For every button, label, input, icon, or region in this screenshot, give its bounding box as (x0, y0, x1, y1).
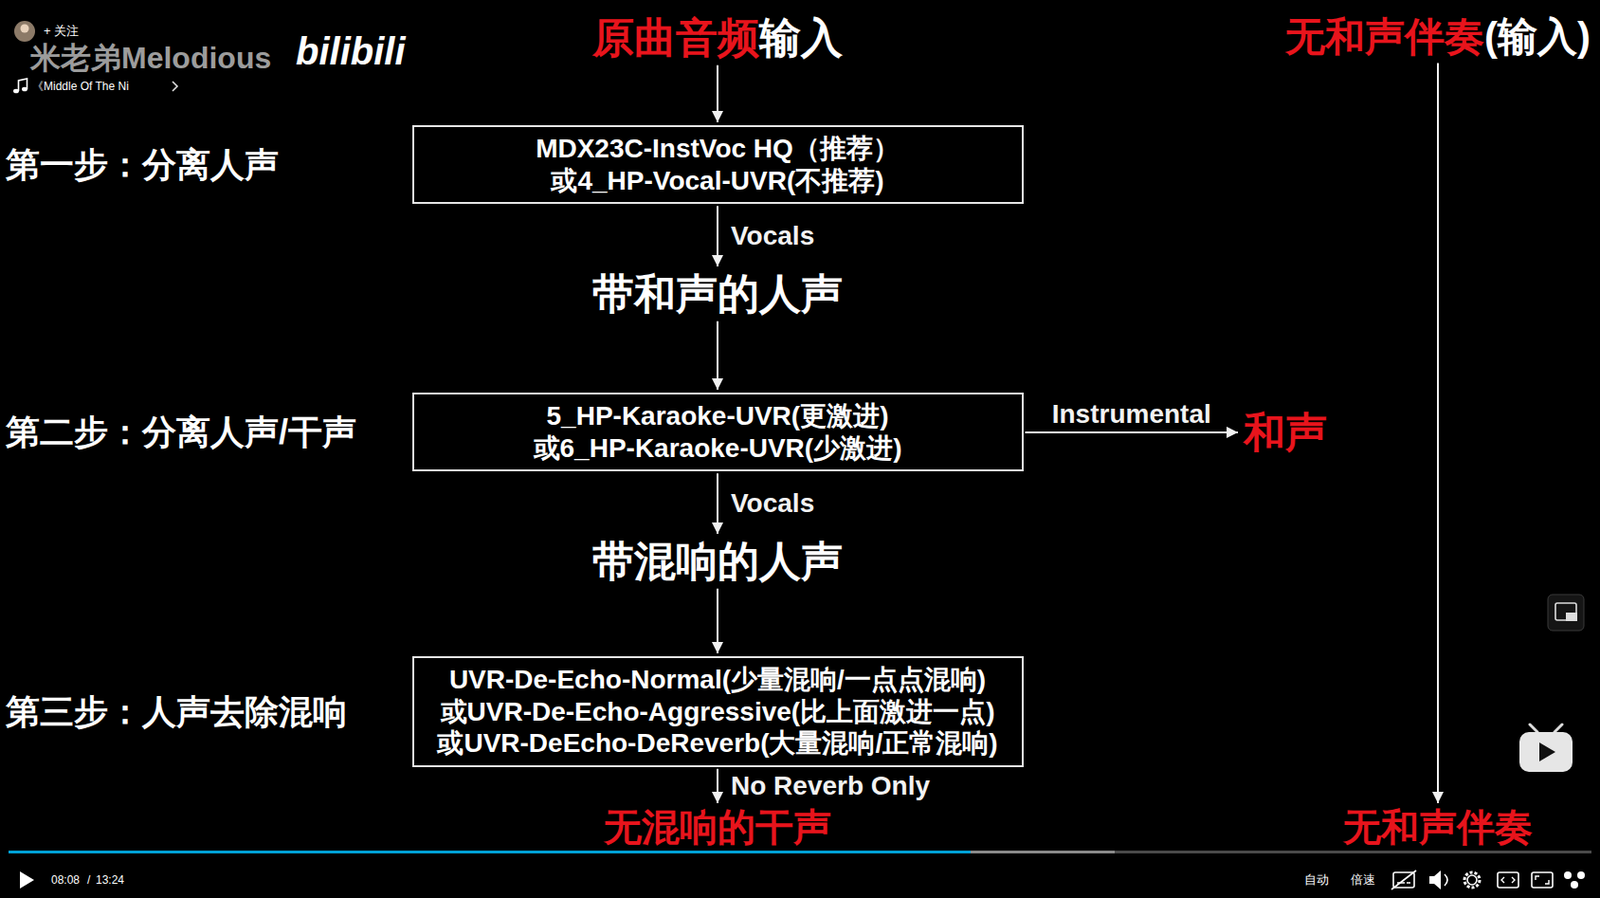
site-logo: bilibili (295, 28, 406, 74)
process-box: 5_HP-Karaoke-UVR(更激进)或6_HP-Karaoke-UVR(少… (412, 392, 1024, 472)
widescreen-arrows (1501, 876, 1515, 883)
step-label: 第三步：人声去除混响 (5, 690, 347, 732)
play-button (19, 871, 35, 889)
fs-dot (1563, 871, 1572, 879)
node-text: MDX23C-InstVoc HQ（推荐） (535, 132, 900, 165)
edge-label: No Reverb Only (728, 770, 932, 801)
tv-body (1519, 731, 1573, 772)
avatar-face (20, 24, 30, 34)
node-text: 或UVR-De-Echo-Aggressive(比上面激进一点) (440, 695, 996, 728)
pip-button (1547, 594, 1584, 631)
node-text: 或6_HP-Karaoke-UVR(少激进) (533, 432, 903, 465)
step-label: 第二步：分离人声/干声 (5, 411, 357, 453)
flow-arrow (716, 321, 719, 390)
time-separator: / (87, 872, 91, 887)
node-text: 或UVR-DeEcho-DeReverb(大量混响/正常混响) (436, 727, 998, 760)
process-box: MDX23C-InstVoc HQ（推荐）或4_HP-Vocal-UVR(不推荐… (412, 125, 1024, 204)
step-label: 第一步：分离人声 (5, 144, 279, 185)
tv-icon (1519, 724, 1573, 772)
avatar (14, 20, 36, 42)
current-time: 08:08 (51, 872, 80, 887)
volume-icon (1429, 870, 1448, 890)
settings-icon (1464, 872, 1480, 888)
fs-dot (1577, 871, 1585, 879)
fullscreen-icon (1563, 871, 1585, 889)
flow-text-node: 原曲音频输入 (592, 13, 843, 64)
edge-label: Instrumental (1050, 399, 1214, 430)
flow-text-node: 无和声伴奏(输入) (1285, 13, 1591, 61)
process-box: UVR-De-Echo-Normal(少量混响/一点点混响)或UVR-De-Ec… (412, 655, 1024, 767)
channel-watermark: 米老弟Melodious (30, 39, 272, 76)
webfullscreen-icon (1531, 872, 1553, 888)
chevron-icon (172, 81, 178, 91)
gear-teeth (1464, 872, 1480, 888)
total-time: 13:24 (95, 872, 125, 887)
flow-arrow (716, 205, 719, 267)
flow-arrow (716, 588, 719, 654)
progress-buffer (8, 850, 1115, 854)
progress-track (8, 850, 1592, 854)
node-text: UVR-De-Echo-Normal(少量混响/一点点混响) (449, 663, 986, 696)
widescreen-icon (1497, 872, 1519, 888)
button-ground (1547, 594, 1584, 631)
tv-antenna (1529, 724, 1563, 732)
flow-arrow (1025, 431, 1239, 434)
node-text: (输入) (1484, 13, 1591, 61)
flow-text-node: 和声 (1243, 407, 1328, 458)
node-text: 或4_HP-Vocal-UVR(不推荐) (550, 164, 884, 198)
gear-ring (1467, 874, 1477, 885)
flow-text-node: 无和声伴奏 (1343, 805, 1533, 848)
subtitle-slash (1391, 870, 1417, 890)
node-text: 输入 (759, 13, 843, 64)
pip-inner (1565, 612, 1578, 621)
flow-arrow (716, 768, 719, 803)
flow-text-node: 带和声的人声 (592, 269, 843, 320)
webfull-corners (1535, 875, 1549, 884)
follow-button: + 关注 (43, 23, 79, 39)
flow-arrow (716, 65, 719, 123)
node-text: 无和声伴奏 (1285, 13, 1485, 61)
node-text: 无混响的干声 (603, 805, 832, 848)
speaker (1429, 870, 1441, 890)
flow-text-node: 无混响的干声 (603, 805, 832, 848)
flow-text-node: 带混响的人声 (592, 536, 843, 587)
fs-dot (1570, 880, 1579, 889)
edge-label: Vocals (728, 220, 817, 252)
edge-label: Vocals (728, 488, 817, 519)
flow-arrow (716, 472, 719, 534)
node-text: 带混响的人声 (592, 536, 843, 587)
note-stem (18, 78, 28, 91)
flow-arrow (1436, 62, 1439, 803)
pip-frame (1555, 602, 1577, 620)
music-note-icon (13, 78, 28, 93)
node-text: 原曲音频 (592, 13, 760, 64)
progress-played (8, 850, 971, 854)
node-text: 5_HP-Karaoke-UVR(更激进) (546, 400, 890, 433)
song-title: 《Middle Of The Ni (32, 79, 129, 93)
speed-button: 倍速 (1350, 872, 1376, 888)
node-text: 无和声伴奏 (1343, 805, 1533, 848)
widescreen-frame (1497, 872, 1519, 888)
sound-wave (1444, 873, 1448, 886)
tv-play (1539, 742, 1556, 762)
subtitle-icon (1391, 870, 1417, 890)
node-text: 和声 (1243, 407, 1328, 458)
quality-button: 自动 (1304, 872, 1329, 888)
node-text: 带和声的人声 (592, 269, 843, 320)
webfull-frame (1531, 872, 1553, 888)
